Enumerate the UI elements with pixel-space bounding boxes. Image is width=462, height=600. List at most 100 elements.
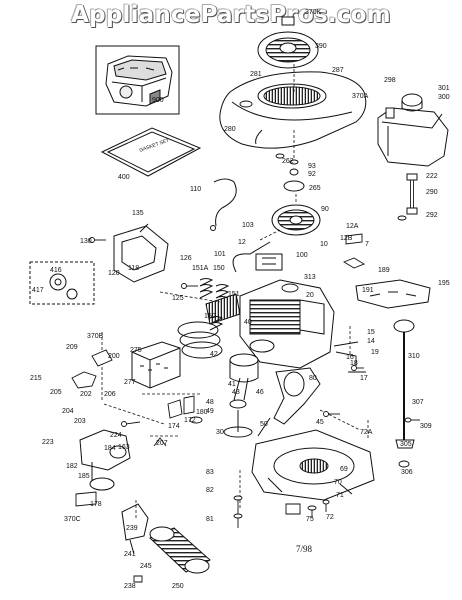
label-203: 203 bbox=[74, 418, 86, 425]
label-30: 30 bbox=[216, 429, 224, 436]
label-163: 163 bbox=[118, 444, 130, 451]
label-241: 241 bbox=[124, 551, 136, 558]
label-290: 290 bbox=[426, 189, 438, 196]
label-191: 191 bbox=[362, 287, 374, 294]
label-15: 15 bbox=[367, 329, 375, 336]
label-306: 306 bbox=[401, 469, 413, 476]
label-71: 71 bbox=[336, 492, 344, 499]
label-48: 48 bbox=[206, 399, 214, 406]
label-72A: 72A bbox=[360, 429, 373, 436]
label-93: 93 bbox=[308, 163, 316, 170]
label-206: 206 bbox=[104, 391, 116, 398]
ignition-armature-100 bbox=[232, 241, 283, 273]
piston-rings-42 bbox=[177, 321, 223, 359]
piston-41 bbox=[229, 353, 259, 409]
label-275: 275 bbox=[130, 347, 142, 354]
label-130: 130 bbox=[80, 238, 92, 245]
label-103: 103 bbox=[242, 222, 254, 229]
label-10: 10 bbox=[320, 241, 328, 248]
label-82: 82 bbox=[206, 487, 214, 494]
oil-sump-69 bbox=[251, 429, 375, 501]
label-309: 309 bbox=[420, 423, 432, 430]
label-215: 215 bbox=[30, 375, 42, 382]
label-72: 72 bbox=[326, 514, 334, 521]
label-239: 239 bbox=[126, 525, 138, 532]
label-7: 7 bbox=[365, 241, 369, 248]
flywheel-nut-265 bbox=[283, 159, 305, 192]
label-12B: 12B bbox=[340, 235, 353, 242]
label-75: 75 bbox=[306, 516, 314, 523]
rewind-starter-390 bbox=[257, 16, 319, 69]
label-12A: 12A bbox=[346, 223, 359, 230]
intake-elbow-239 bbox=[121, 503, 149, 555]
label-207: 207 bbox=[156, 440, 168, 447]
label-100: 100 bbox=[296, 252, 308, 259]
dipstick-310 bbox=[393, 319, 415, 449]
label-182: 182 bbox=[66, 463, 78, 470]
label-224: 224 bbox=[110, 432, 122, 439]
label-204: 204 bbox=[62, 408, 74, 415]
label-370A: 370A bbox=[352, 93, 369, 100]
label-69: 69 bbox=[340, 466, 348, 473]
label-110: 110 bbox=[190, 186, 201, 193]
cylinder-block bbox=[205, 279, 335, 369]
label-83: 83 bbox=[206, 469, 214, 476]
label-126: 126 bbox=[180, 255, 192, 262]
label-900: 900 bbox=[152, 97, 164, 104]
label-70: 70 bbox=[334, 479, 342, 486]
label-307: 307 bbox=[412, 399, 424, 406]
label-16: 16 bbox=[346, 354, 354, 361]
label-81: 81 bbox=[206, 516, 214, 523]
label-305: 305 bbox=[400, 441, 412, 448]
label-313: 313 bbox=[304, 274, 316, 281]
label-185: 185 bbox=[78, 473, 90, 480]
cam-gear-30 bbox=[223, 410, 253, 438]
label-370K: 370K bbox=[305, 9, 322, 16]
label-40: 40 bbox=[244, 319, 252, 326]
label-370B: 370B bbox=[87, 333, 104, 340]
label-265: 265 bbox=[309, 185, 321, 192]
label-150b: 150 bbox=[204, 313, 216, 320]
label-118: 118 bbox=[128, 265, 139, 272]
label-46: 46 bbox=[256, 389, 264, 396]
label-125: 125 bbox=[172, 295, 184, 302]
label-174: 174 bbox=[168, 423, 180, 430]
label-205: 205 bbox=[50, 389, 62, 396]
label-250: 250 bbox=[172, 583, 184, 590]
flywheel-90 bbox=[271, 204, 321, 236]
label-189: 189 bbox=[378, 267, 390, 274]
label-184: 184 bbox=[104, 445, 116, 452]
label-298: 298 bbox=[384, 77, 396, 84]
label-49: 49 bbox=[206, 408, 214, 415]
label-245: 245 bbox=[140, 563, 152, 570]
label-301: 301 bbox=[438, 85, 450, 92]
detail-box-416 bbox=[29, 261, 95, 305]
label-416: 416 bbox=[50, 267, 62, 274]
label-172: 172 bbox=[184, 417, 196, 424]
air-filter-250 bbox=[149, 526, 211, 574]
label-222: 222 bbox=[426, 173, 438, 180]
label-18: 18 bbox=[350, 360, 358, 367]
label-195: 195 bbox=[438, 280, 450, 287]
label-280: 280 bbox=[224, 126, 236, 133]
label-200: 200 bbox=[108, 353, 120, 360]
label-50: 50 bbox=[260, 421, 268, 428]
crankshaft-16 bbox=[257, 367, 321, 437]
label-287: 287 bbox=[332, 67, 344, 74]
label-370C: 370C bbox=[64, 516, 81, 523]
part-labels: 370K 390 281 287 370A 280 298 301 300 90… bbox=[30, 9, 450, 590]
date-code: 7/98 bbox=[296, 544, 313, 554]
label-42: 42 bbox=[210, 351, 218, 358]
label-417: 417 bbox=[32, 287, 44, 294]
wire-110 bbox=[210, 178, 237, 231]
label-400: 400 bbox=[118, 174, 130, 181]
fuel-line-290 bbox=[406, 173, 418, 215]
label-19: 19 bbox=[371, 349, 379, 356]
label-12: 12 bbox=[238, 239, 246, 246]
label-17: 17 bbox=[360, 375, 368, 382]
label-20: 20 bbox=[306, 292, 314, 299]
label-390: 390 bbox=[315, 43, 327, 50]
label-262: 262 bbox=[282, 158, 294, 165]
